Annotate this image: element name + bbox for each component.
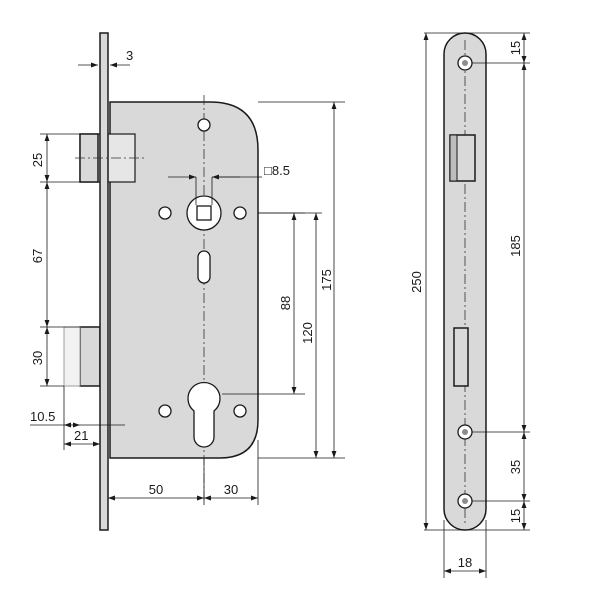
- dim-body-height: 175: [319, 269, 334, 291]
- dim-spindle-to-lower-screw: 120: [300, 322, 315, 344]
- euro-cylinder-cutout: [187, 381, 221, 448]
- square-spindle-hole: [196, 205, 212, 221]
- dim-bolt-projection: 10.5: [30, 409, 55, 424]
- dim-plate-width: 18: [458, 555, 472, 570]
- dim-backset: 50: [149, 482, 163, 497]
- screw-hole-right-upper: [233, 206, 247, 220]
- faceplate-hole-top-inner: [462, 60, 468, 66]
- dead-bolt: [79, 326, 101, 387]
- latch-opening-inner: [449, 134, 458, 182]
- dim-latch-height: 25: [30, 153, 45, 167]
- front-view: 3 25 67 30 10.5 21 □8.5: [30, 32, 345, 531]
- slot: [197, 250, 211, 284]
- dead-bolt-extension: [63, 326, 81, 387]
- faceplate-hole-bottom-inner: [462, 498, 468, 504]
- dim-bottom-hole: 15: [508, 509, 523, 523]
- dim-faceplate-to-body: 21: [74, 428, 88, 443]
- faceplate-hole-middle-inner: [462, 429, 468, 435]
- dim-faceplate-thickness: 3: [126, 48, 133, 63]
- dim-hole-spacing: 185: [508, 235, 523, 257]
- side-view: 250 15 185 35 15 18: [409, 32, 530, 578]
- dim-lower-hole-spacing: 35: [508, 460, 523, 474]
- screw-hole-left-upper: [158, 206, 172, 220]
- faceplate: [99, 32, 109, 531]
- lock-case-body: [109, 101, 259, 459]
- dim-latch-to-bolt: 67: [30, 249, 45, 263]
- bolt-opening: [453, 327, 469, 387]
- screw-hole-left-lower: [158, 404, 172, 418]
- screw-hole-top: [197, 118, 211, 132]
- dim-bolt-height: 30: [30, 351, 45, 365]
- dim-overall-length: 250: [409, 271, 424, 293]
- dim-cylinder-to-edge: 30: [224, 482, 238, 497]
- dim-spindle-to-cylinder: 88: [278, 296, 293, 310]
- dim-top-hole: 15: [508, 41, 523, 55]
- screw-hole-right-lower: [233, 404, 247, 418]
- dim-square-spindle: □8.5: [264, 163, 290, 178]
